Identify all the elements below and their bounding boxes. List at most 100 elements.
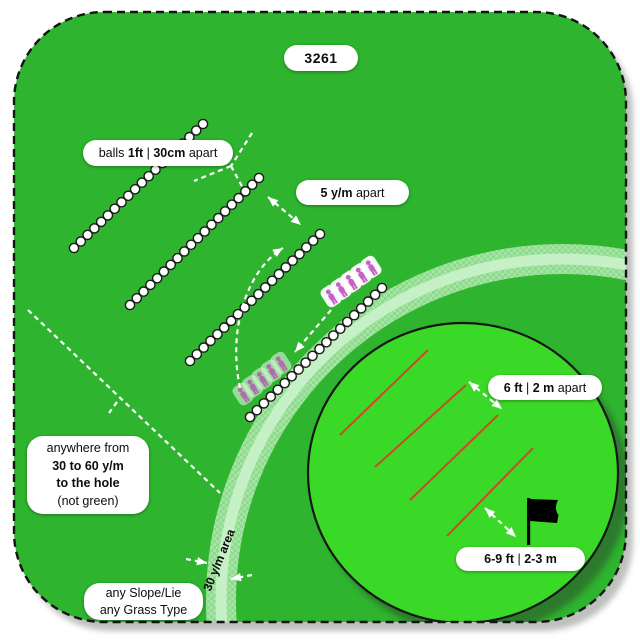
arrowhead <box>272 248 283 257</box>
golf-ball <box>172 252 183 264</box>
label-ball-spacing-prefix: balls <box>98 146 128 160</box>
spacing-arrow <box>484 507 517 538</box>
arrowhead <box>290 215 301 225</box>
label-conditions-line2: any Grass Type <box>99 602 188 617</box>
label-line-spacing-sep: | <box>522 380 533 395</box>
golf-ball <box>362 296 374 307</box>
label-line-spacing-suffix: apart <box>554 380 587 395</box>
label-shot-distance-line2: 30 to 60 y/m <box>52 458 124 473</box>
label-shot-distance: anywhere from 30 to 60 y/m to the hole (… <box>27 436 149 514</box>
label-row-spacing: 5 y/m apart <box>296 180 409 205</box>
golf-ball <box>198 342 209 353</box>
band-30ym-area <box>206 244 626 622</box>
label-ball-spacing-value1: 1ft <box>127 146 144 160</box>
golfer-groups <box>232 255 382 406</box>
golf-ball <box>218 322 230 333</box>
putting-green <box>306 321 620 622</box>
label-hole-distance-sep: | <box>514 552 525 566</box>
measurement-arrows <box>185 196 517 582</box>
band-width-arrow <box>185 557 208 565</box>
golf-ball <box>219 206 231 217</box>
golf-ball <box>145 279 156 291</box>
field-border <box>12 10 628 624</box>
golfer-group <box>320 255 382 308</box>
label-hole-distance-value1: 6-9 ft <box>484 552 514 566</box>
golf-ball <box>192 232 204 244</box>
golf-ball <box>307 350 318 362</box>
label-ball-spacing-sep: | <box>143 146 154 160</box>
golf-ball <box>253 172 265 184</box>
golf-ball <box>75 236 87 247</box>
golf-ball <box>265 391 277 402</box>
golf-ball <box>184 355 196 367</box>
dashed-guide <box>230 165 245 191</box>
golf-ball <box>334 323 346 335</box>
rotation-arrow <box>235 247 284 389</box>
golf-ball <box>376 282 388 294</box>
golf-ball <box>138 286 149 297</box>
golf-ball <box>185 239 197 251</box>
golf-ball <box>95 216 107 228</box>
dashed-guide <box>230 132 253 167</box>
arrowhead <box>231 573 242 582</box>
label-ball-spacing-value2: 30cm <box>153 146 186 160</box>
golf-ball <box>246 179 258 190</box>
golf-ball <box>190 125 202 136</box>
golf-ball <box>143 170 154 182</box>
golf-ball <box>151 272 163 284</box>
golf-ball <box>293 364 304 375</box>
golf-ball <box>206 219 217 231</box>
golf-ball <box>272 384 284 396</box>
golf-ball <box>259 282 271 293</box>
putting-line <box>446 447 534 537</box>
label-line-spacing-value2: 2 m <box>532 380 555 395</box>
label-conditions-line1: any Slope/Lie <box>105 586 182 600</box>
putting-line <box>339 349 429 436</box>
arrowhead <box>268 197 279 207</box>
golf-ball <box>89 223 100 234</box>
golf-ball <box>273 268 285 280</box>
spacing-arrow <box>468 381 503 410</box>
golf-ball <box>191 348 203 360</box>
golf-ball <box>307 235 319 246</box>
golf-ball <box>124 299 136 311</box>
label-row-spacing-suffix: apart <box>352 185 385 200</box>
golf-ball <box>314 228 326 240</box>
golf-ball <box>197 118 209 130</box>
flag-icon <box>527 498 559 545</box>
golf-ball <box>68 242 80 254</box>
label-line-spacing: 6 ft | 2 m apart <box>488 375 602 400</box>
putting-lines <box>339 349 534 537</box>
golf-ball <box>158 266 170 277</box>
arrowhead <box>491 399 502 409</box>
golf-ball <box>244 411 256 423</box>
label-shot-distance-line4: (not green) <box>57 493 119 508</box>
arrowhead <box>485 508 496 518</box>
golfer-icon <box>360 255 382 279</box>
golf-ball <box>123 190 134 202</box>
golf-ball <box>280 262 292 273</box>
golf-ball <box>258 398 270 409</box>
golf-ball <box>328 330 339 341</box>
golf-ball <box>341 316 353 328</box>
golf-ball <box>279 377 291 389</box>
golf-ball <box>116 196 127 208</box>
golf-ball <box>286 370 298 382</box>
golf-ball <box>131 292 143 304</box>
label-hole-distance-value2: 2-3 m <box>524 552 557 566</box>
golf-ball <box>225 315 237 327</box>
golf-ball <box>205 335 216 347</box>
label-shot-distance-line1: anywhere from <box>46 441 130 455</box>
golf-ball <box>355 303 367 314</box>
putting-line <box>374 384 467 468</box>
golf-ball <box>178 246 190 257</box>
golf-ball <box>82 229 93 241</box>
golf-ball <box>212 212 224 224</box>
label-row-spacing-value: 5 y/m <box>320 185 353 200</box>
dashed-guides <box>27 132 253 494</box>
arrowhead <box>196 557 207 566</box>
arrowhead <box>295 341 305 352</box>
label-conditions: any Slope/Lie any Grass Type <box>84 583 203 620</box>
